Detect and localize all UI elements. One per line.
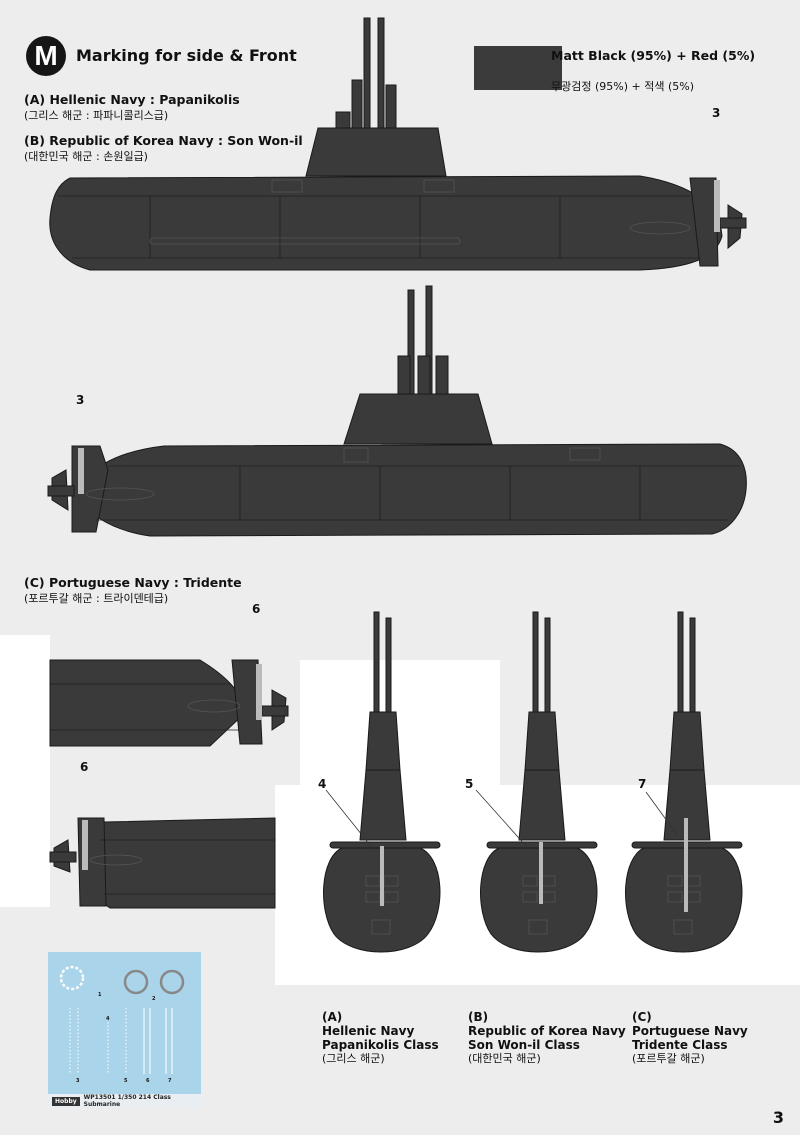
marker-3-mid: 3: [76, 393, 85, 407]
marker-4: 4: [318, 777, 327, 791]
caption-korea: (B) Republic of Korea Navy Son Won-il Cl…: [468, 1010, 626, 1066]
front-marking-7: [684, 818, 688, 912]
decal-sheet-graphics: [59, 965, 185, 1074]
hull-number-marking-6-b: [82, 820, 88, 870]
brand-logo: Hobby: [52, 1096, 80, 1106]
front-view-son-won-il: [475, 611, 598, 953]
page-title: Marking for side & Front: [76, 46, 297, 65]
caption-portugal: (C) Portuguese Navy Tridente Class (포르투갈…: [632, 1010, 748, 1066]
paint-mix-en: Matt Black (95%) + Red (5%): [551, 48, 756, 63]
section-c-title: (C) Portuguese Navy : Tridente: [24, 575, 242, 590]
decal-number-7: 7: [168, 1078, 172, 1084]
hull-number-marking-3-b: [78, 448, 84, 494]
hull-number-marking-3-a: [714, 180, 720, 232]
submarine-side-view-port: [49, 17, 747, 271]
submarine-side-view-starboard: [47, 285, 747, 537]
marker-3-top: 3: [712, 106, 721, 120]
caption-class: Papanikolis Class: [322, 1038, 439, 1052]
front-marking-4: [380, 846, 384, 906]
paint-mix-ko: 무광검정 (95%) + 적색 (5%): [551, 80, 694, 93]
marker-7: 7: [638, 777, 647, 791]
decal-number-6: 6: [146, 1078, 150, 1084]
submarine-stern-detail-starboard: [49, 817, 276, 909]
caption-class: Tridente Class: [632, 1038, 728, 1052]
marker-6-top: 6: [252, 602, 261, 616]
decal-sheet-label: WP13501 1/350 214 Class Submarine: [83, 1094, 171, 1108]
front-view-papanikolis: [323, 611, 441, 953]
caption-code: (A): [322, 1010, 343, 1024]
front-view-tridente: [625, 611, 743, 953]
decal-number-1: 1: [98, 992, 102, 998]
decal-sheet-footer: Hobby WP13501 1/350 214 Class Submarine: [48, 1094, 201, 1108]
caption-navy: Hellenic Navy: [322, 1024, 415, 1038]
paint-swatch: [474, 46, 562, 90]
caption-code: (B): [468, 1010, 489, 1024]
caption-ko: (대한민국 해군): [468, 1052, 541, 1065]
caption-code: (C): [632, 1010, 652, 1024]
caption-class: Son Won-il Class: [468, 1038, 580, 1052]
decal-number-2: 2: [152, 996, 156, 1002]
marker-5: 5: [465, 777, 474, 791]
section-badge: M: [26, 36, 66, 76]
white-panel-left: [0, 635, 50, 907]
caption-navy: Republic of Korea Navy: [468, 1024, 626, 1038]
hull-number-marking-6-a: [256, 664, 262, 720]
caption-navy: Portuguese Navy: [632, 1024, 748, 1038]
decal-number-5: 5: [124, 1078, 128, 1084]
caption-ko: (포르투갈 해군): [632, 1052, 705, 1065]
decal-number-4: 4: [106, 1016, 110, 1022]
section-c-subtitle: (포르투갈 해군 : 트라이덴테급): [24, 592, 169, 605]
caption-ko: (그리스 해군): [322, 1052, 385, 1065]
page-number: 3: [772, 1108, 784, 1127]
section-b-title: (B) Republic of Korea Navy : Son Won-il: [24, 133, 303, 148]
marker-6-bottom: 6: [80, 760, 89, 774]
caption-hellenic: (A) Hellenic Navy Papanikolis Class (그리스…: [322, 1010, 439, 1066]
section-a-title: (A) Hellenic Navy : Papanikolis: [24, 92, 240, 107]
submarine-stern-detail-port: [49, 659, 289, 747]
section-a-subtitle: (그리스 해군 : 파파니콜리스급): [24, 109, 169, 122]
decal-number-3: 3: [76, 1078, 80, 1084]
front-marking-5: [539, 842, 543, 904]
decal-sheet-preview: 1 2 3 4 5 6 7 Hobby WP13501 1/350 214 Cl…: [48, 952, 201, 1108]
section-b-subtitle: (대한민국 해군 : 손원일급): [24, 150, 148, 163]
